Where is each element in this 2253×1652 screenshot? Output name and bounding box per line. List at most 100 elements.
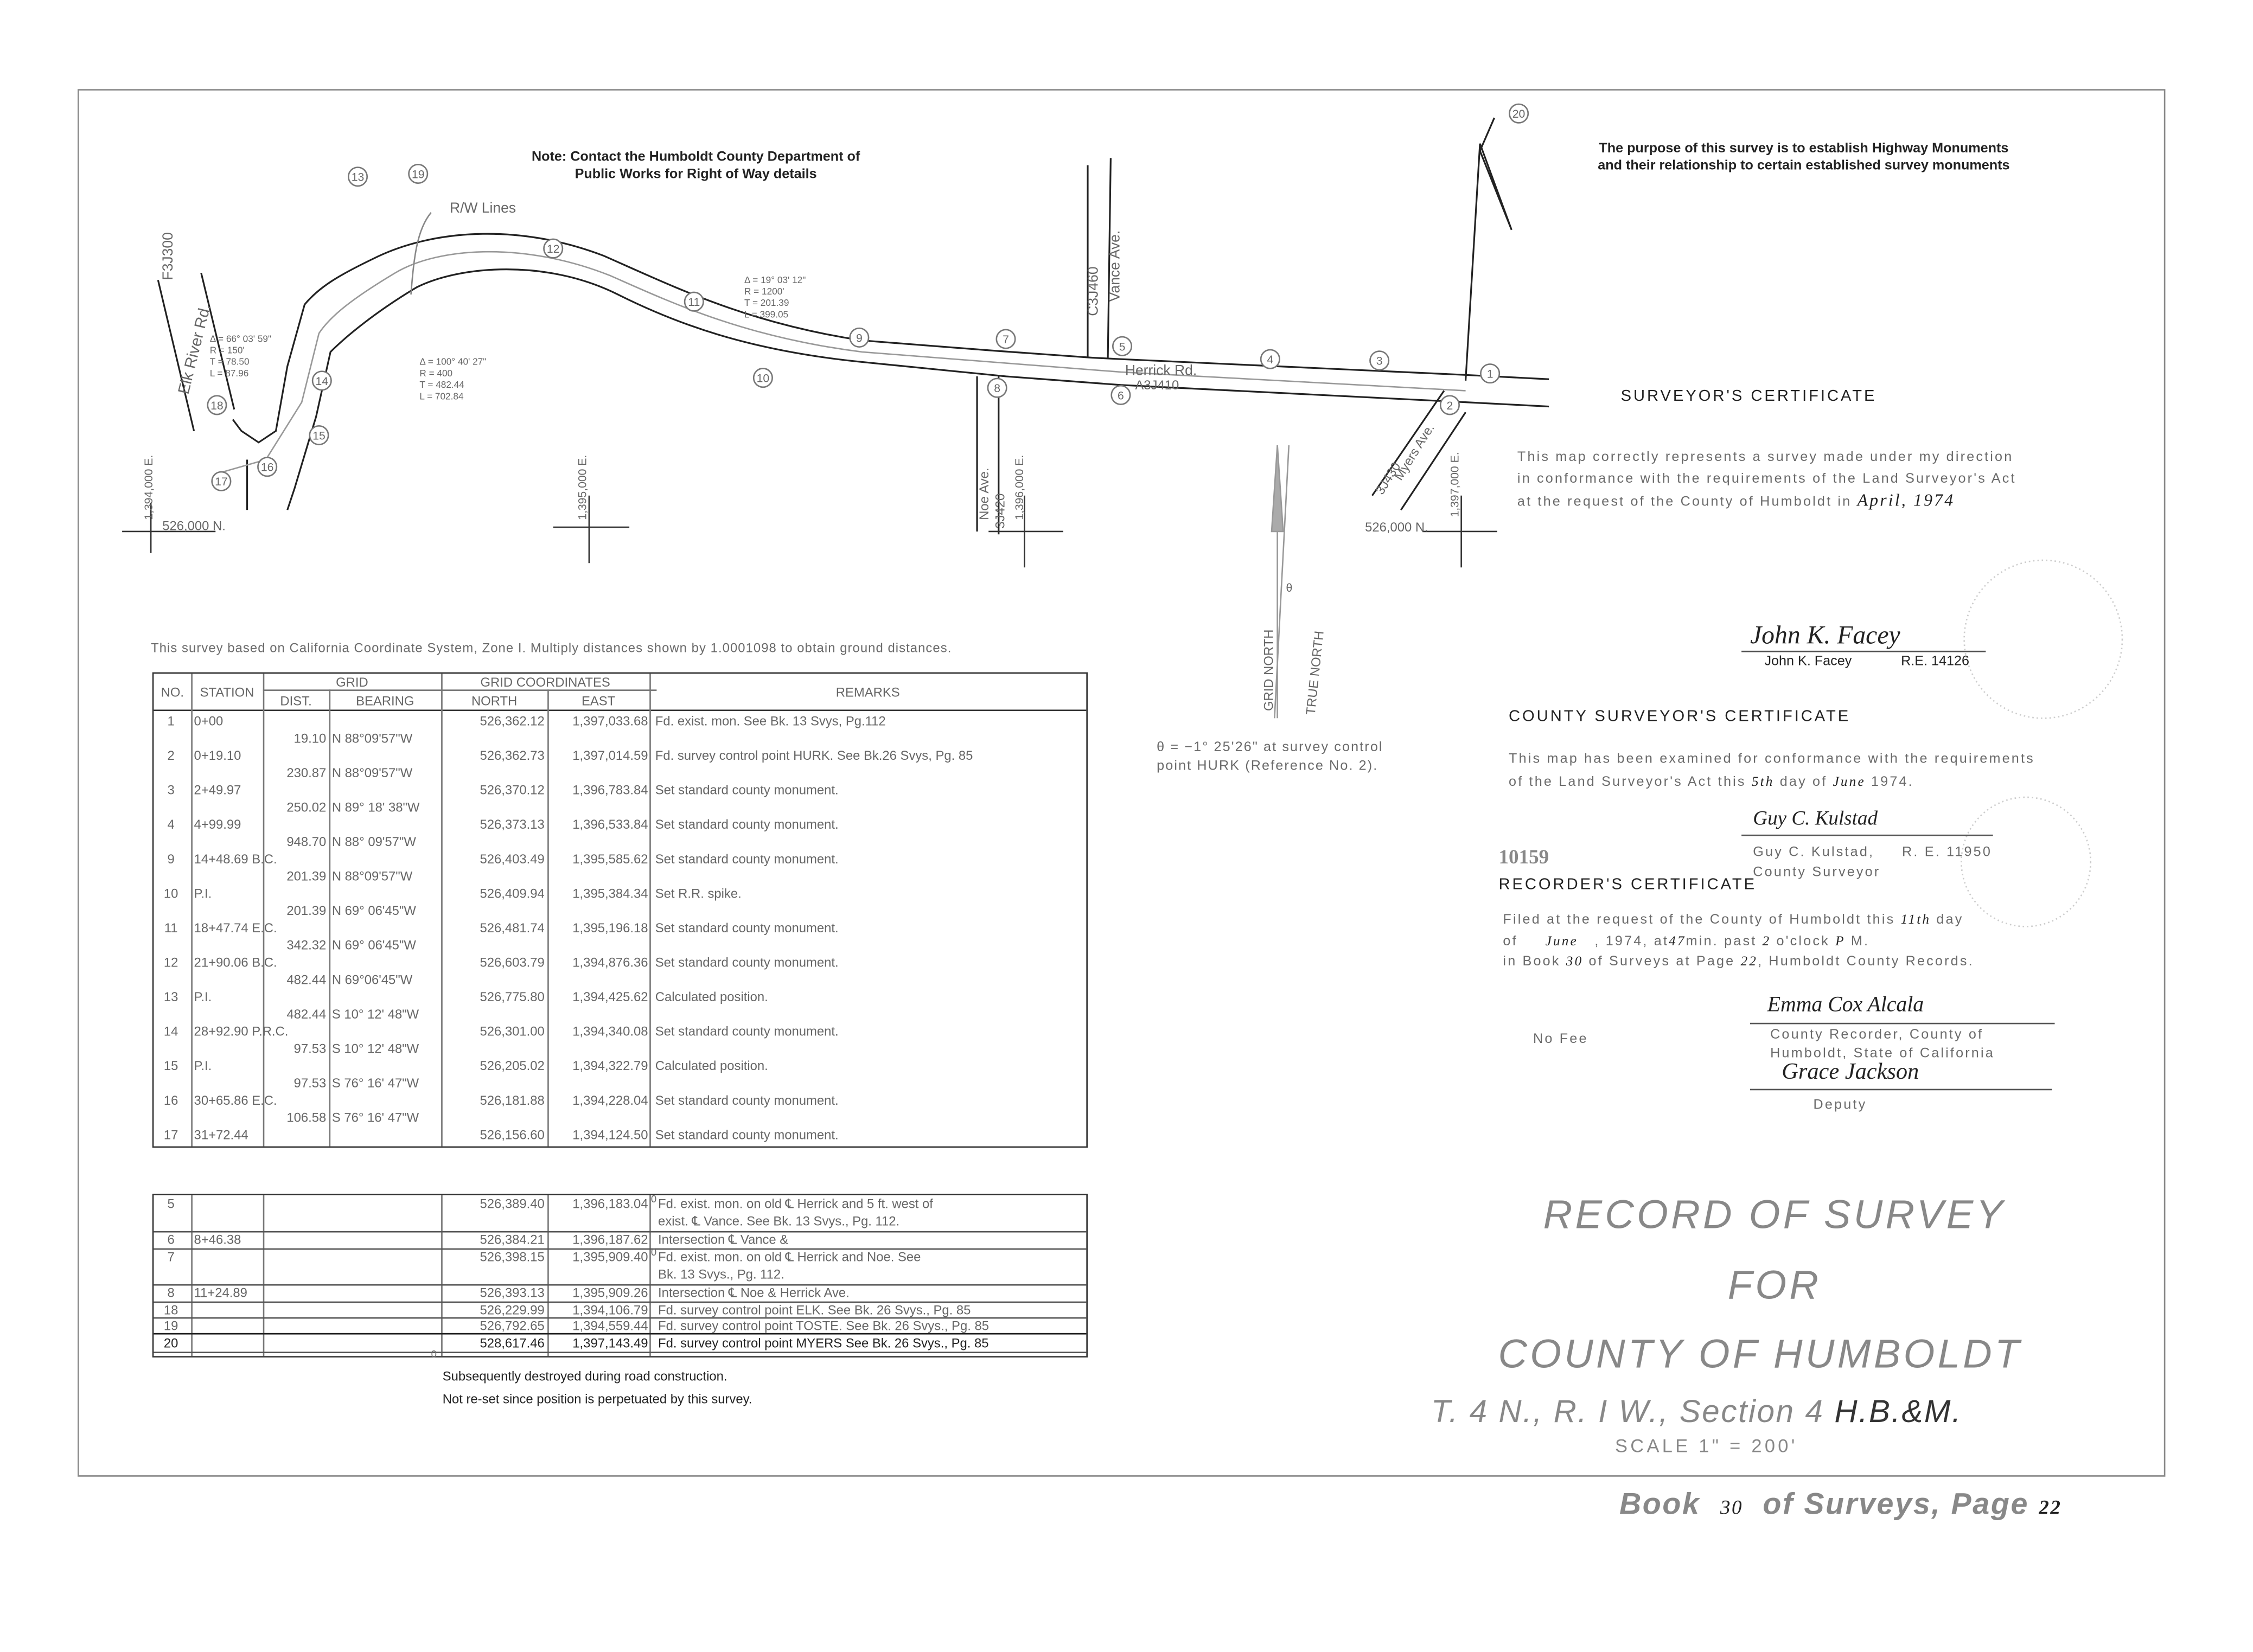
course-bearing: N 88°09'57"W: [331, 731, 413, 746]
header-east: EAST: [581, 694, 616, 708]
monument-number: 9: [856, 332, 863, 344]
east-coordinate: 1,396,533.84: [572, 817, 648, 832]
monument-circle-icon: [995, 329, 1016, 349]
monument-circle-icon: [311, 370, 332, 391]
remarks: Calculated position.: [655, 990, 768, 1004]
cert-line: of: [1503, 933, 1518, 949]
course-distance: 230.87: [286, 765, 327, 780]
monument-marker: 8: [987, 377, 1007, 398]
monument-circle-icon: [1480, 363, 1501, 384]
title-line-3: COUNTY OF HUMBOLDT: [1498, 1331, 2022, 1376]
north-coordinate: 528,617.46: [480, 1336, 545, 1350]
hour-handwritten: 2: [1762, 934, 1771, 949]
course-bearing: N 88°09'57"W: [331, 869, 413, 884]
curve-delta: Δ = 100° 40' 27": [419, 356, 486, 367]
remarks: Fd. survey control point TOSTE. See Bk. …: [658, 1318, 989, 1333]
purpose-line: The purpose of this survey is to establi…: [1599, 140, 2009, 157]
monument-marker: 2: [1439, 395, 1460, 415]
remarks: Fd. exist. mon. on old ℄ Herrick and 5 f…: [658, 1196, 933, 1211]
date-handwritten: April, 1974: [1857, 490, 1955, 510]
monument-circle-icon: [347, 167, 368, 187]
monument-circle-icon: [987, 377, 1007, 398]
month-handwritten: June: [1833, 776, 1866, 790]
monument-number: 3: [1376, 355, 1383, 368]
right-of-way-lines: [157, 117, 1549, 535]
header-grid: GRID: [336, 675, 368, 690]
curve-delta: Δ = 66° 03' 59": [210, 333, 271, 344]
monument-number: 18: [210, 400, 224, 412]
course-distance: 97.53: [293, 1041, 327, 1056]
page-handwritten: 22: [2039, 1498, 2062, 1520]
station-no: 10: [163, 886, 178, 901]
cert-line: , Humboldt County Records.: [1758, 953, 1974, 970]
header-station: STATION: [200, 685, 254, 700]
north-coordinate: 526,409.94: [480, 886, 545, 901]
cert-line: of the Land Surveyor's Act this: [1509, 774, 1746, 790]
monument-number: 4: [1267, 354, 1273, 366]
station-no: 12: [163, 955, 178, 970]
county-surveyor-signature: Guy C. Kulstad: [1753, 809, 1878, 830]
north-coordinate: 526,384.21: [480, 1232, 545, 1247]
east-coordinate: 1,394,559.44: [572, 1318, 648, 1333]
remarks: Fd. survey control point ELK. See Bk. 26…: [658, 1303, 971, 1317]
of-surveys-page-label: of Surveys, Page: [1763, 1488, 2029, 1521]
station-no: 9: [167, 851, 175, 867]
monument-circle-icon: [1439, 395, 1460, 415]
monument-number: 1: [1487, 368, 1494, 381]
north-arrow: [1271, 445, 1290, 719]
grid-label-1394000e: 1,394,000 E.: [143, 455, 155, 520]
monument-no: 19: [163, 1318, 178, 1333]
curve-data: Δ = 66° 03' 59"R = 150'T = 78.50L = 87.9…: [210, 274, 806, 402]
curve-delta: Δ = 19° 03' 12": [744, 274, 806, 285]
north-coordinate: 526,362.12: [480, 714, 545, 728]
north-coordinate: 526,389.40: [480, 1196, 545, 1211]
monument-table: NO. STATION GRID DIST. BEARING GRID COOR…: [152, 672, 1088, 1148]
station-value: P.I.: [194, 886, 212, 901]
remarks: Set standard county monument.: [655, 921, 839, 936]
course-distance: 106.58: [286, 1110, 327, 1125]
surveyor-name: John K. Facey: [1764, 654, 1852, 670]
monument-marker: 11: [684, 291, 704, 312]
cert-line: This map correctly represents a survey m…: [1517, 450, 2014, 466]
remarks: Fd. survey control point HURK. See Bk.26…: [655, 748, 973, 763]
destroyed-marker: 0: [650, 1195, 657, 1206]
herrick-label: Herrick Rd.: [1125, 362, 1197, 378]
herrick-code-label: A3J410: [1135, 378, 1179, 393]
station-value: 0+19.10: [194, 748, 241, 763]
monument-number: 7: [1003, 334, 1009, 346]
recorder-title: County Recorder, County of Humboldt, Sta…: [1770, 1026, 1995, 1063]
recorder-title-line: Humboldt, State of California: [1770, 1046, 1995, 1062]
monument-number: 10: [757, 373, 770, 385]
remarks: Set standard county monument.: [655, 1128, 839, 1143]
county-surveyor-title: County Surveyor: [1753, 865, 1881, 881]
curve-t: T = 482.44: [419, 379, 464, 390]
monument-circle-icon: [211, 471, 232, 491]
course-bearing: S 76° 16' 47"W: [331, 1076, 419, 1091]
book-handwritten: 30: [1566, 955, 1584, 970]
station-value: 31+72.44: [194, 1128, 248, 1143]
east-coordinate: 1,395,585.62: [572, 851, 648, 867]
station-no: 16: [163, 1093, 178, 1108]
east-coordinate: 1,396,783.84: [572, 783, 648, 798]
cert-line: at the request of the County of Humboldt…: [1517, 494, 1852, 510]
book-page-reference: Book 30 of Surveys, Page 22: [1619, 1488, 2062, 1523]
monument-circle-icon: [1110, 385, 1131, 405]
basis-note: This survey based on California Coordina…: [151, 641, 952, 655]
north-coordinate: 526,205.02: [480, 1059, 545, 1073]
east-coordinate: 1,396,187.62: [572, 1232, 648, 1247]
day-handwritten: 11th: [1900, 913, 1931, 928]
station-value: 0+00: [194, 714, 224, 728]
north-coordinate: 526,370.12: [480, 783, 545, 798]
monument-circle-icon: [849, 327, 870, 348]
surveyor-cert-text: This map correctly represents a survey m…: [1517, 447, 2016, 513]
north-coordinate: 526,373.13: [480, 817, 545, 832]
recorder-signature: Emma Cox Alcala: [1767, 994, 1924, 1017]
remarks: Fd. survey control point MYERS See Bk. 2…: [658, 1336, 989, 1350]
theta-line: θ = −1° 25'26" at survey control: [1157, 740, 1383, 756]
course-distance: 948.70: [286, 834, 327, 849]
row-note-line: Public Works for Right of Way details: [575, 167, 817, 183]
recorder-cert-text: Filed at the request of the County of Hu…: [1503, 911, 1974, 973]
